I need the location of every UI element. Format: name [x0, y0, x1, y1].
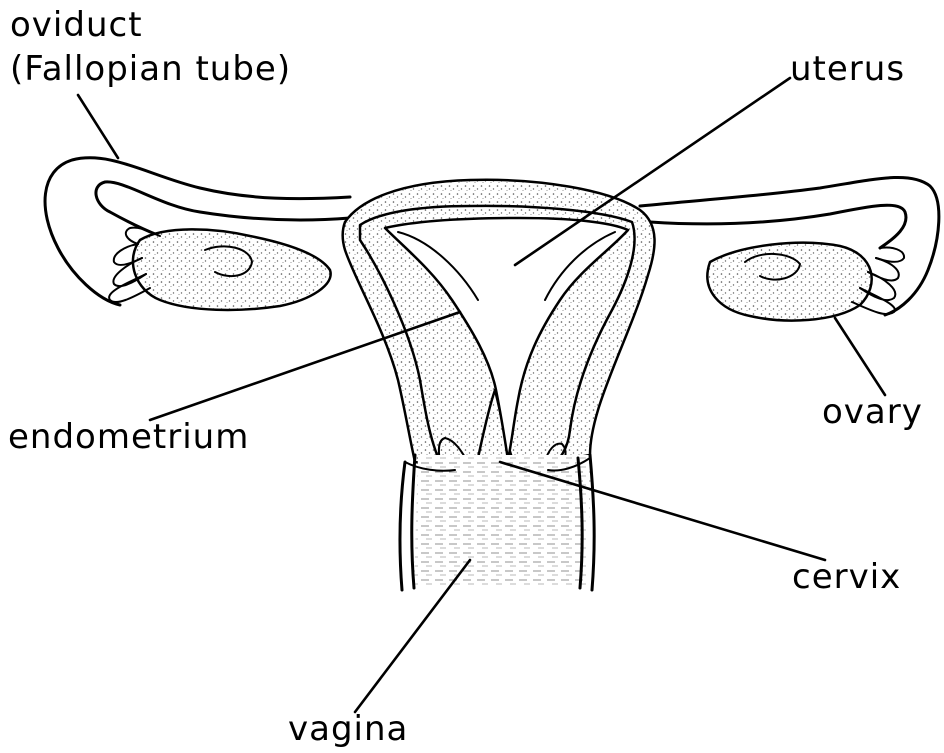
vagina-left-wall	[400, 455, 415, 590]
label-ovary: ovary	[822, 392, 923, 432]
vagina-canal	[414, 455, 592, 588]
label-uterus: uterus	[790, 49, 905, 89]
left-ovary	[133, 229, 331, 310]
label-cervix: cervix	[792, 557, 901, 597]
label-vagina: vagina	[288, 709, 408, 749]
label-oviduct: oviduct	[10, 5, 143, 45]
label-endometrium: endometrium	[8, 417, 249, 457]
label-fallopian-tube: (Fallopian tube)	[10, 49, 291, 89]
right-ovary	[707, 243, 871, 321]
oviduct-leader-line	[78, 95, 118, 158]
ovary-leader-line	[835, 318, 885, 395]
